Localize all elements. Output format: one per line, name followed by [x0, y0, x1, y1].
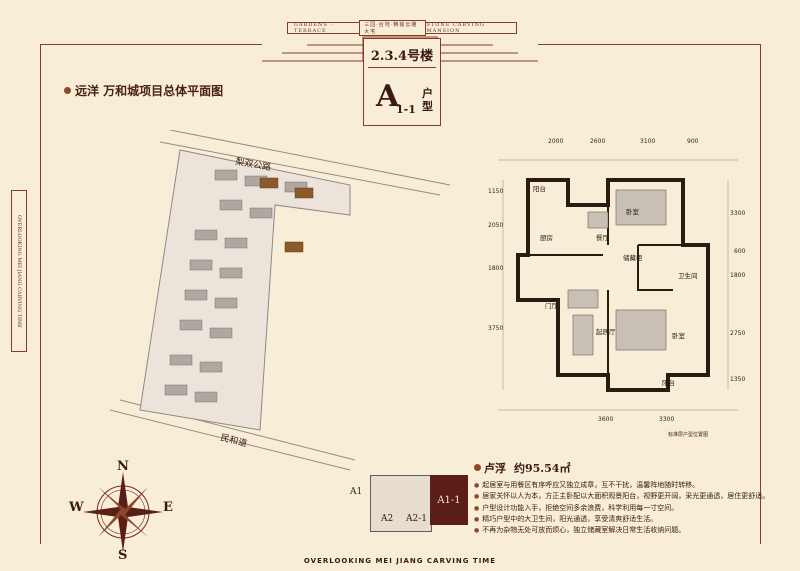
side-vertical-text: OVERLOOKING MEI JIANG CARVING TIME [11, 190, 27, 352]
bottom-caption: OVERLOOKING MEI JIANG CARVING TIME [303, 557, 497, 565]
feature-list: 起居室与用餐区有序呼应又独立成章，互不干扰，温馨阵地随时转移。 居家关怀以人为本… [474, 480, 794, 536]
frame-top-line-right [538, 44, 760, 45]
bullet-dot [474, 464, 481, 471]
room-bedroom-bottom: 卧室 [672, 332, 685, 340]
dim-top-3: 3100 [640, 138, 656, 145]
frame-left-line [40, 44, 41, 544]
floor-plan [498, 159, 738, 411]
dim-bottom-2: 3300 [659, 416, 675, 423]
key-plan-active-unit: A1-1 [430, 475, 468, 525]
site-plan-title-text: 远洋 万和城项目总体平面图 [75, 84, 224, 98]
bullet-dot [64, 87, 71, 94]
dim-top-1: 2000 [548, 138, 564, 145]
compass-w: W [69, 500, 84, 515]
key-plan-unit-a2-1: A2-1 [406, 514, 427, 524]
title-divider [368, 67, 436, 68]
compass-s: S [118, 548, 128, 563]
key-plan-unit-a1: A1 [350, 487, 363, 497]
feature-item: 精巧户型中的大卫生间，阳光通透，享受清爽舒适生活。 [474, 514, 794, 525]
header-banner: GARDENS · TERRACE 三园·台地·精装云雕大宅 STONE CAR… [262, 20, 538, 62]
key-plan-active-label: A1-1 [437, 494, 461, 506]
header-center-cn: 三园·台地·精装云雕大宅 [359, 20, 427, 36]
feature-item: 起居室与用餐区有序呼应又独立成章，互不干扰，温馨阵地随时转移。 [474, 480, 794, 491]
header-left-en: GARDENS · TERRACE [294, 22, 334, 34]
floorplan-note: 标准层户型位置图 [668, 432, 709, 438]
road-bottom-label: 民和道 [219, 431, 248, 449]
unit-area: 约95.54㎡ [514, 462, 571, 475]
key-plan-unit-a2: A2 [381, 514, 394, 524]
unit-letter: A [376, 79, 400, 114]
dim-left-4: 3750 [488, 325, 504, 332]
site-plan: 梨双公路 民和道 [109, 130, 451, 471]
frame-right-line [760, 44, 761, 544]
room-entry-hall: 门厅 [545, 302, 558, 310]
dim-right-1: 3300 [730, 210, 746, 217]
unit-sub: 1-1 [396, 103, 416, 116]
room-kitchen: 厨房 [540, 234, 553, 242]
header-banner-row: GARDENS · TERRACE 三园·台地·精装云雕大宅 STONE CAR… [287, 20, 517, 36]
feature-item: 户型设计功能入手，拒绝空间多余浪费，科学利用每一寸空间。 [474, 503, 794, 514]
room-balcony-bottom: 阳台 [662, 379, 675, 387]
header-steps [262, 36, 538, 62]
frame-top-line [40, 44, 262, 45]
unit-title-box: 2.3.4号楼 A 1-1 户型 [363, 38, 441, 126]
compass-e: E [163, 500, 173, 515]
compass-n: N [117, 459, 129, 474]
room-balcony-top: 阳台 [533, 185, 546, 193]
dim-left-3: 1800 [488, 265, 504, 272]
dim-right-4: 2750 [730, 330, 746, 337]
room-bedroom-top: 卧室 [626, 208, 639, 216]
room-shoe-cabinet: 储藏柜 [623, 254, 643, 262]
compass-icon [83, 472, 163, 552]
room-bathroom: 卫生间 [678, 272, 698, 280]
room-dining: 餐厅 [596, 234, 609, 242]
unit-name: 卢浮 [484, 462, 506, 475]
dim-left-2: 2050 [488, 222, 504, 229]
dim-top-4: 900 [687, 138, 699, 145]
feature-item: 不再为杂物无处可放而烦心，独立储藏室解决日常生活收纳问题。 [474, 525, 794, 536]
unit-type-label: 户型 [422, 87, 433, 113]
dim-right-5: 1350 [730, 376, 746, 383]
dim-top-2: 2600 [590, 138, 606, 145]
header-right-en: STONE CARVING MANSION [426, 22, 485, 34]
dim-right-3: 1800 [730, 272, 746, 279]
feature-item: 居家关怀以人为本，方正主卧配以大面积观景阳台，视野更开阔，采光更通透，居住更舒适… [474, 491, 794, 502]
unit-description-head: 卢浮约95.54㎡ [474, 460, 794, 476]
dim-left-1: 1150 [488, 188, 504, 195]
key-plan-building [370, 475, 432, 532]
dim-right-2: 600 [734, 248, 746, 255]
building-number: 2.3.4号楼 [370, 49, 434, 64]
room-living: 起居厅 [596, 328, 616, 336]
dim-bottom-1: 3600 [598, 416, 614, 423]
site-plan-title: 远洋 万和城项目总体平面图 [64, 82, 223, 99]
